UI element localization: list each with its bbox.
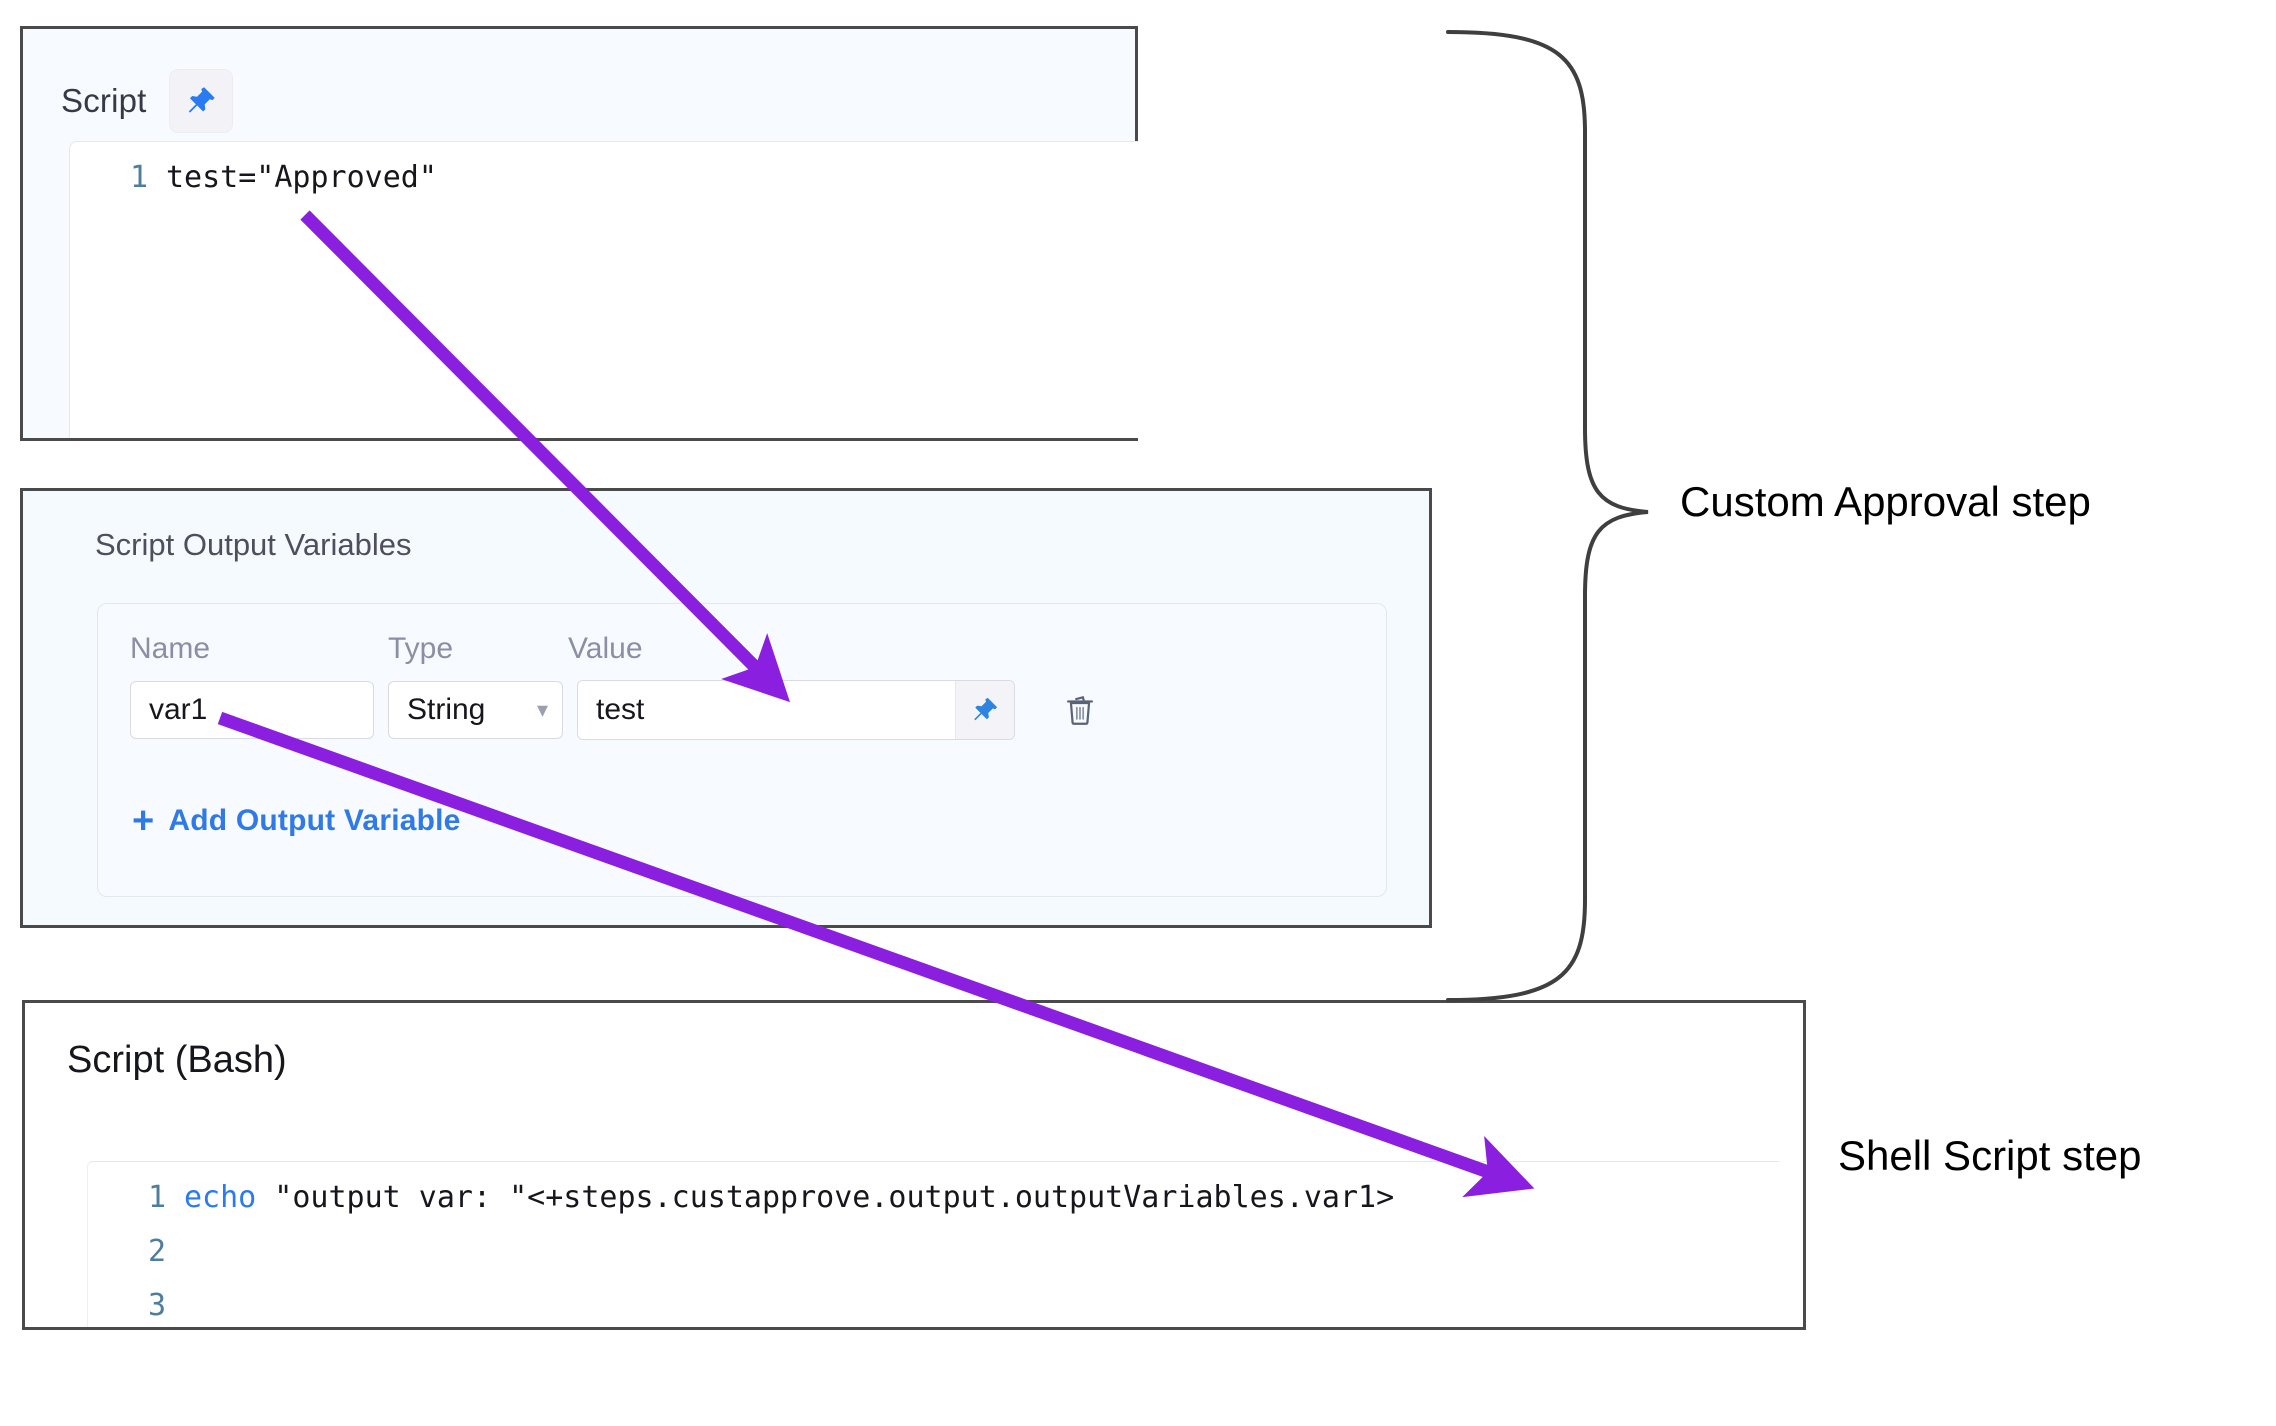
pin-icon[interactable] xyxy=(168,69,233,133)
output-variables-title: Script Output Variables xyxy=(95,527,412,562)
variable-type-select[interactable]: String ▾ xyxy=(388,681,563,739)
curly-brace xyxy=(1446,30,1649,1002)
add-output-variable-label: Add Output Variable xyxy=(168,804,461,837)
line-number: 1 xyxy=(129,160,148,195)
output-variables-card: Name Type Value var1 String ▾ test xyxy=(97,603,1387,897)
variable-name-input[interactable]: var1 xyxy=(130,681,374,739)
pin-icon[interactable] xyxy=(955,681,1014,739)
variable-value-input[interactable]: test xyxy=(578,681,955,739)
chevron-down-icon: ▾ xyxy=(536,697,548,722)
script-output-variables-panel: Script Output Variables Name Type Value … xyxy=(20,488,1432,928)
code-line-text: test="Approved" xyxy=(166,160,437,195)
code-keyword: echo xyxy=(184,1180,257,1215)
shell-script-step-label: Shell Script step xyxy=(1838,1132,2142,1179)
bash-code-editor[interactable]: 1 echo "output var: "<+steps.custapprove… xyxy=(87,1161,1779,1327)
line-number: 3 xyxy=(147,1288,166,1323)
script-code-editor[interactable]: 1 test="Approved" xyxy=(69,141,1138,438)
output-variables-column-headers: Name Type Value xyxy=(98,604,1386,666)
custom-approval-step-label: Custom Approval step xyxy=(1680,478,2091,525)
code-expression: "output var: "<+steps.custapprove.output… xyxy=(256,1180,1395,1215)
code-line-text: echo "output var: "<+steps.custapprove.o… xyxy=(184,1180,1394,1215)
script-panel-title: Script xyxy=(61,82,147,119)
script-panel: Script 1 test="Approved" xyxy=(20,26,1138,441)
code-line: 1 test="Approved" xyxy=(70,142,1138,214)
line-number: 1 xyxy=(147,1180,166,1215)
column-header-type: Type xyxy=(388,632,454,665)
line-number: 2 xyxy=(147,1234,166,1269)
shell-script-panel: Script (Bash) 1 echo "output var: "<+ste… xyxy=(22,1000,1806,1330)
trash-icon[interactable] xyxy=(1051,681,1109,739)
variable-type-value: String xyxy=(407,693,486,726)
output-variable-row: var1 String ▾ test xyxy=(98,666,1386,740)
column-header-name: Name xyxy=(130,632,211,665)
plus-icon: + xyxy=(132,800,155,842)
code-line: 3 xyxy=(88,1288,1779,1342)
shell-script-title: Script (Bash) xyxy=(67,1039,287,1081)
code-line: 2 xyxy=(88,1234,1779,1288)
code-line: 1 echo "output var: "<+steps.custapprove… xyxy=(88,1162,1779,1234)
script-panel-header: Script xyxy=(23,29,1135,141)
add-output-variable-button[interactable]: + Add Output Variable xyxy=(132,802,461,840)
variable-value-group: test xyxy=(577,680,1015,740)
column-header-value: Value xyxy=(568,632,643,665)
